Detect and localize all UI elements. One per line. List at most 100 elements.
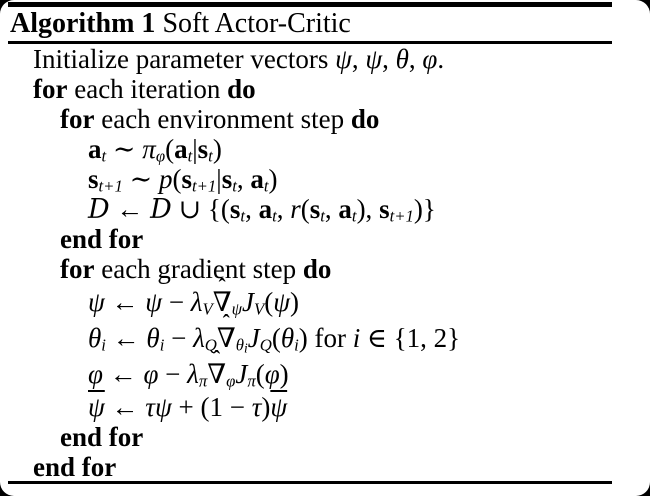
token: D bbox=[88, 194, 110, 225]
token: , bbox=[245, 194, 259, 224]
token: , bbox=[276, 194, 291, 224]
hat-mark: ˆ bbox=[213, 345, 221, 370]
token: V bbox=[253, 299, 265, 319]
token: t bbox=[187, 146, 193, 166]
token: , bbox=[408, 44, 423, 74]
hat-nabla-symbol: ˆ∇ bbox=[207, 347, 227, 392]
token: i bbox=[294, 335, 299, 355]
token: a bbox=[258, 194, 273, 224]
token: ) bbox=[290, 287, 299, 317]
token: ( bbox=[271, 323, 281, 353]
algorithm-line-12: ψ ← τψ + (1 − τ)ψ bbox=[0, 392, 650, 422]
token: a bbox=[174, 134, 188, 164]
token: t+1 bbox=[98, 176, 123, 196]
hat-nabla-symbol: ˆ∇ bbox=[212, 275, 232, 320]
algorithm-line-5: st+1 ∼ p(st+1|st, at) bbox=[0, 164, 650, 196]
token: − bbox=[162, 287, 191, 317]
token: θ bbox=[146, 323, 160, 353]
token: ψ bbox=[231, 299, 242, 319]
token: θ bbox=[235, 335, 244, 355]
algorithm-line-6: D ← D ∪ {(st, at, r(st, at), st+1)} bbox=[0, 194, 650, 226]
token: ) bbox=[279, 359, 289, 389]
token: ), bbox=[356, 194, 380, 224]
token: ( bbox=[172, 164, 182, 194]
token: s bbox=[229, 194, 241, 224]
token: φ bbox=[88, 359, 103, 389]
token: for bbox=[60, 254, 95, 284]
nabla-symbol: ∇ bbox=[216, 323, 236, 353]
token: Algorithm 1 bbox=[10, 8, 156, 39]
algorithm-line-13: end for bbox=[0, 422, 650, 452]
token: Q bbox=[204, 335, 217, 355]
token: end for bbox=[60, 224, 144, 254]
bottom-rule bbox=[8, 481, 612, 484]
token: θ bbox=[395, 44, 409, 74]
token: , bbox=[382, 44, 396, 74]
hat-nabla-symbol: ˆ∇ bbox=[216, 311, 236, 356]
token: D bbox=[150, 194, 172, 225]
token: do bbox=[227, 74, 256, 104]
token: ) bbox=[212, 134, 222, 164]
token: i bbox=[101, 335, 106, 355]
token: ← bbox=[105, 323, 147, 353]
token: τ bbox=[251, 392, 262, 422]
token: t bbox=[320, 206, 325, 226]
algorithm-line-4: at ∼ πφ(at|st) bbox=[0, 134, 650, 166]
nabla-symbol: ∇ bbox=[212, 287, 232, 317]
token: π bbox=[198, 371, 208, 391]
algorithm-line-1: Initialize parameter vectors ψ, ψ, θ, φ. bbox=[0, 44, 650, 74]
token: V bbox=[202, 299, 213, 319]
token: ) bbox=[298, 323, 308, 353]
token: . bbox=[437, 44, 445, 74]
token: t bbox=[240, 206, 246, 226]
token: t bbox=[101, 146, 107, 166]
token: ( bbox=[264, 287, 274, 317]
token: s bbox=[379, 194, 390, 224]
token: ) bbox=[268, 164, 278, 194]
token: for bbox=[60, 104, 95, 134]
token: i bbox=[243, 340, 248, 356]
token: ∼ bbox=[122, 164, 159, 194]
token: each environment step bbox=[94, 104, 351, 134]
token: φ bbox=[143, 359, 159, 389]
token: + (1 − bbox=[171, 392, 252, 422]
token: | bbox=[216, 164, 222, 194]
token: for bbox=[307, 323, 353, 353]
token: t bbox=[272, 206, 277, 226]
token: ψ bbox=[270, 392, 288, 422]
token: s bbox=[181, 164, 192, 194]
token: ) bbox=[261, 392, 271, 422]
token: ∪ {( bbox=[171, 194, 230, 224]
algorithm-line-2: for each iteration do bbox=[0, 74, 650, 104]
algorithm-line-8: for each gradient step do bbox=[0, 254, 650, 284]
token: Soft Actor-Critic bbox=[155, 8, 351, 39]
token: t bbox=[351, 206, 357, 226]
token: end for bbox=[60, 422, 144, 452]
token: π bbox=[142, 134, 156, 164]
token: ψ bbox=[145, 287, 163, 317]
token: π bbox=[247, 371, 256, 391]
token: ← bbox=[109, 194, 151, 224]
token: ψ bbox=[335, 44, 352, 74]
token: do bbox=[302, 254, 332, 284]
token: ψ bbox=[88, 392, 105, 422]
algorithm-line-14: end for bbox=[0, 452, 650, 482]
token: t bbox=[208, 146, 213, 166]
token: λ bbox=[190, 287, 203, 317]
token: s bbox=[88, 164, 99, 194]
algorithm-title: Algorithm 1 Soft Actor-Critic bbox=[10, 7, 351, 41]
token: each gradient step bbox=[94, 254, 303, 284]
token: a bbox=[250, 164, 264, 194]
token: ← bbox=[104, 287, 146, 317]
nabla-symbol: ∇ bbox=[207, 359, 227, 389]
hat-mark: ˆ bbox=[222, 309, 230, 334]
token: | bbox=[192, 134, 198, 164]
token: a bbox=[338, 194, 352, 224]
token: φ bbox=[264, 359, 280, 389]
token: t bbox=[263, 176, 269, 196]
token: ψ bbox=[88, 287, 105, 317]
token: J bbox=[235, 359, 248, 389]
token: each iteration bbox=[67, 74, 228, 104]
